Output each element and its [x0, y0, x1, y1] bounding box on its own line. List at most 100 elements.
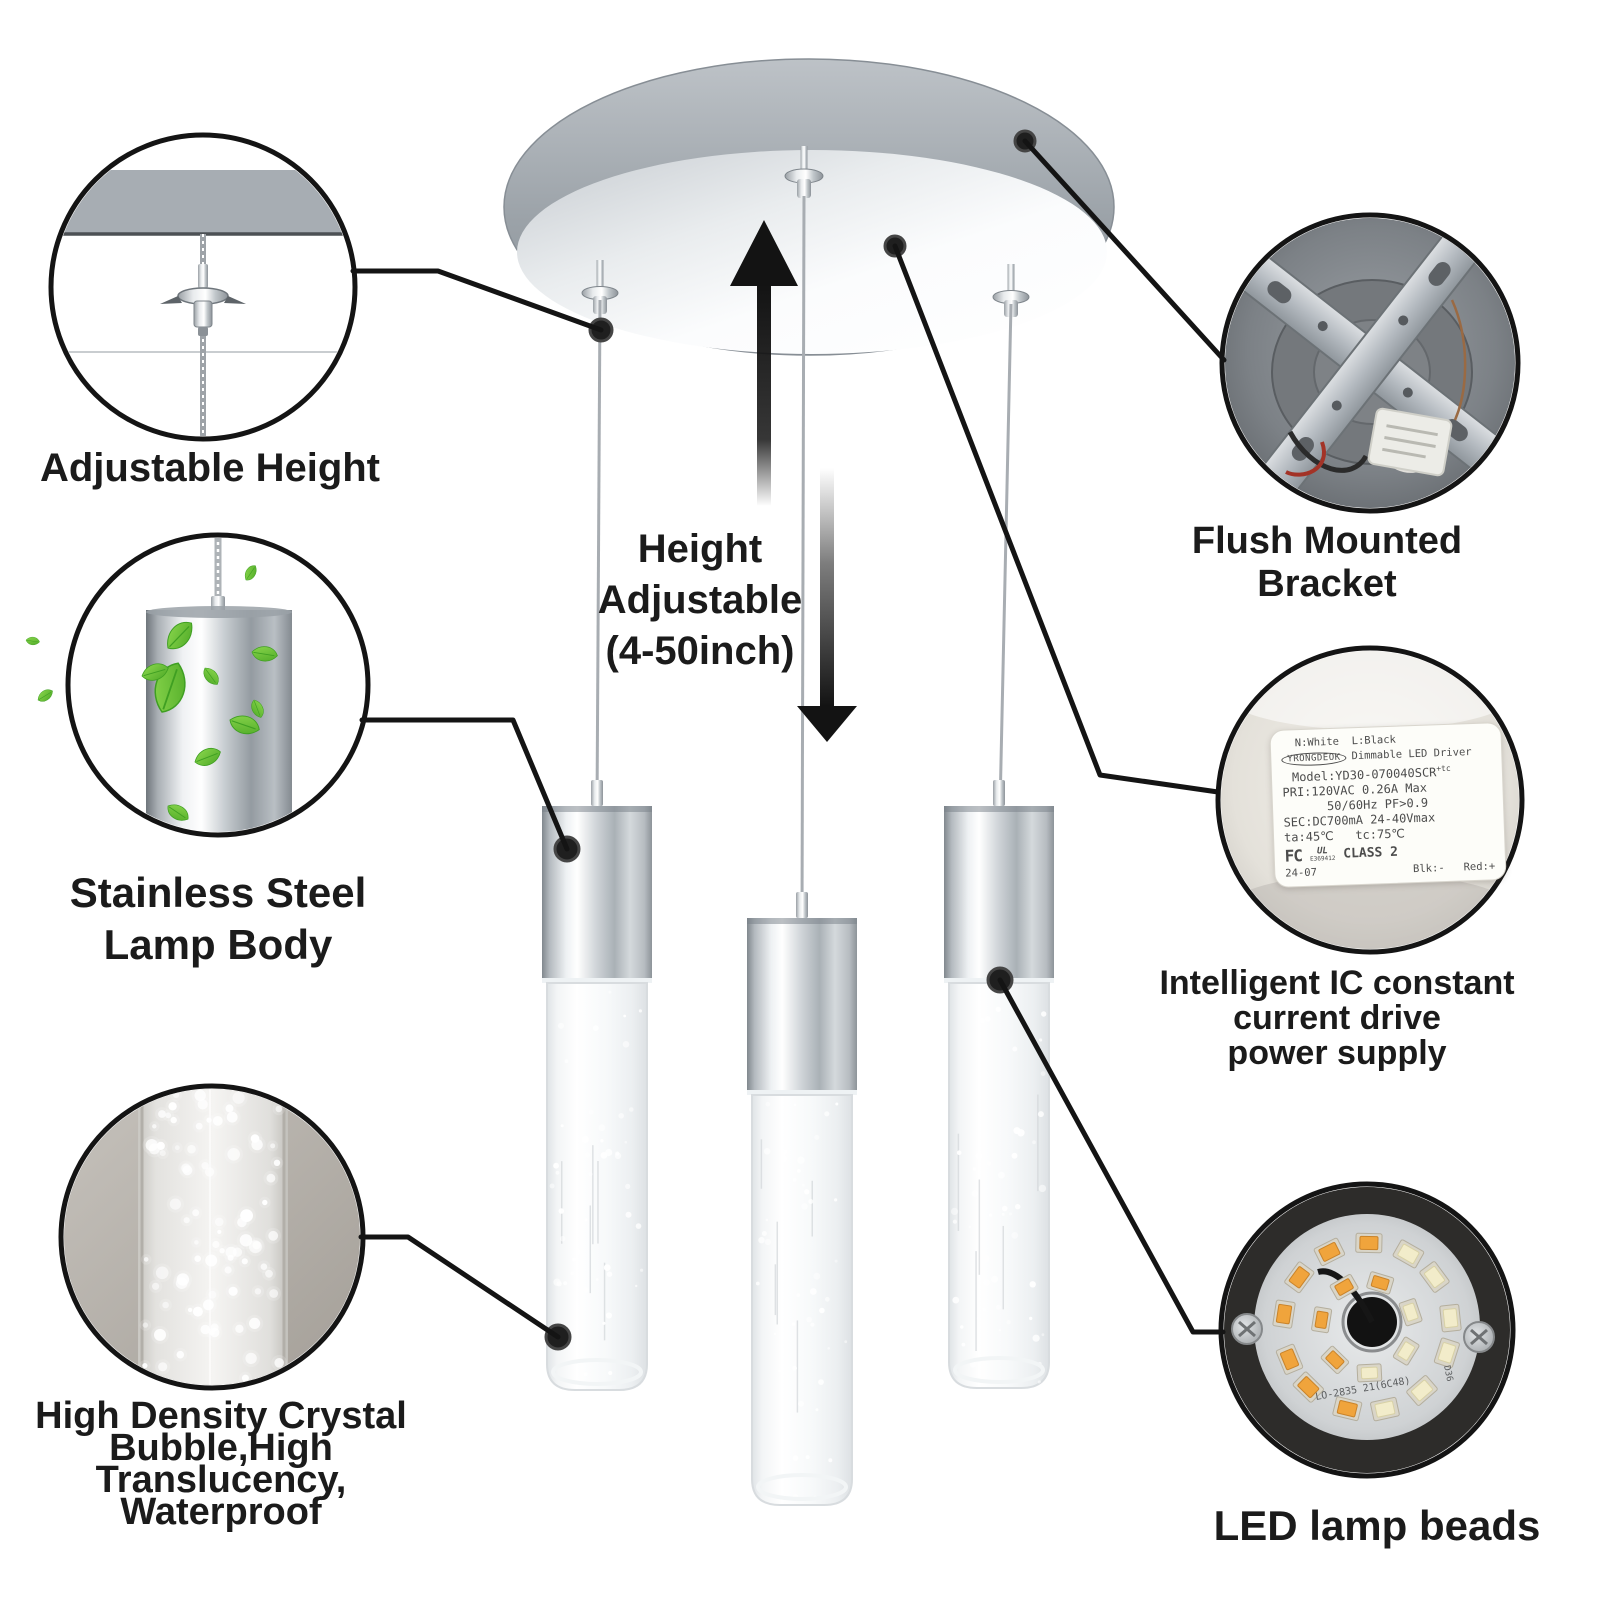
callout-leader-lines: [350, 138, 1227, 1340]
label-height-adjustable-note: Height Adjustable (4-50inch): [550, 524, 850, 677]
led-chip: [1275, 1343, 1304, 1375]
arrow-down-icon: [797, 468, 857, 742]
led-chip: [1392, 1239, 1425, 1269]
fcc-logo: FC: [1284, 845, 1303, 866]
bubble-sparkles: [139, 1089, 288, 1385]
label-flush-mounted-bracket: Flush Mounted Bracket: [1191, 520, 1463, 605]
leaf-icon: [251, 646, 278, 662]
leaf-icon: [141, 663, 169, 681]
label-stainless-steel: Stainless Steel Lamp Body: [18, 867, 418, 971]
leader-led-beads: [997, 977, 1226, 1335]
height-note-line-3: (4-50inch): [605, 629, 795, 673]
pendant-center-steel-cap: [747, 918, 857, 1095]
callout-circle-driver: [1215, 645, 1525, 955]
driver-label-line-3: power supply: [1227, 1034, 1447, 1072]
ceiling-edge: [54, 170, 352, 234]
driver-polarity: Blk:- Red:+: [1412, 860, 1496, 876]
pendant-right-steel-cap: [944, 806, 1054, 983]
leaf-icon: [194, 748, 221, 766]
crystal-bubble-detail: [64, 1089, 360, 1385]
suspension-cable-left: [595, 299, 602, 809]
label-driver: Intelligent IC constant current drive po…: [1137, 966, 1537, 1071]
leaf-icon: [37, 689, 53, 702]
leader-stainless: [359, 717, 570, 852]
stainless-steel-detail: [71, 538, 365, 832]
led-chip: [1433, 1337, 1460, 1369]
pendant-center-bubbles: [755, 1101, 848, 1501]
black-wire: [1287, 430, 1369, 473]
led-chip: [1311, 1306, 1333, 1334]
leaf-icon: [251, 699, 264, 718]
crystal-label-line-2: Bubble,High: [109, 1427, 333, 1469]
stainless-label-line-2: Lamp Body: [103, 921, 333, 968]
driver-model-sup: +tc: [1436, 763, 1451, 774]
callout-circle-stainless: [65, 532, 371, 838]
pcb-marking-2: D36: [1441, 1365, 1454, 1383]
led-chip: [1332, 1396, 1363, 1422]
driver-date-code: 24-07: [1285, 866, 1318, 880]
led-chip: [1392, 1336, 1420, 1366]
callout-circle-crystal: [58, 1083, 366, 1391]
stainless-label-line-1: Stainless Steel: [69, 869, 367, 916]
crystal-label-line-4: Waterproof: [120, 1491, 322, 1533]
led-chip: [1292, 1371, 1324, 1403]
pendant-left-connector: [591, 780, 603, 806]
suspension-cable-center: [800, 195, 806, 921]
callout-circle-flush-bracket: [1219, 212, 1521, 514]
led-chip: [1284, 1261, 1315, 1294]
led-chip: [1272, 1299, 1296, 1329]
pendant-left: [542, 780, 652, 1391]
canopy-underside: [517, 150, 1107, 354]
class-2-mark: CLASS 2: [1342, 844, 1399, 862]
led-chips: [1272, 1232, 1462, 1422]
crystal-label-line-3: Translucency,: [95, 1459, 347, 1501]
callout-circle-led-beads: [1218, 1181, 1516, 1479]
crystal-label-line-1: High Density Crystal: [35, 1395, 407, 1437]
height-note-line-2: Adjustable: [597, 578, 803, 622]
red-wire: [1285, 441, 1326, 477]
suspension-cable-right: [998, 303, 1013, 809]
flush-bracket-photo: [1225, 218, 1515, 508]
label-led-lamp-beads: LED lamp beads: [1213, 1502, 1541, 1549]
height-note-line-1: Height: [637, 527, 763, 571]
led-chip: [1366, 1271, 1395, 1295]
floating-leaves: [141, 621, 278, 821]
cable-gripper-center: [784, 146, 824, 198]
pendant-center-crystal-tube: [751, 1094, 853, 1506]
callout-circle-adjustable-height: [48, 132, 358, 442]
led-beads-photo: LO-2835 21(6C48) D36: [1224, 1187, 1510, 1473]
leaf-icon: [25, 636, 40, 646]
pendant-left-bubbles: [549, 990, 644, 1377]
led-chip: [1398, 1298, 1423, 1327]
driver-box: [1367, 407, 1453, 477]
label-adjustable-height: Adjustable Height: [39, 446, 381, 490]
adjustable-height-detail: [54, 138, 352, 436]
leaf-icon: [167, 621, 193, 650]
led-chip: [1439, 1303, 1462, 1333]
driver-label-line-2: current drive: [1233, 999, 1441, 1037]
arrow-up-icon: [730, 220, 798, 506]
leader-adjustable-height: [350, 268, 604, 333]
pendant-right-connector: [993, 780, 1005, 806]
led-chip: [1356, 1363, 1383, 1383]
floating-leaves-outside: [25, 565, 257, 702]
pendant-left-crystal-tube: [546, 982, 648, 1391]
led-chip: [1329, 1273, 1359, 1301]
driver-product-name: Dimmable LED Driver: [1351, 746, 1472, 763]
leaf-icon: [229, 715, 260, 735]
pendant-center: [747, 892, 857, 1506]
pendant-right-bubbles: [950, 1006, 1047, 1384]
leaf-icon: [167, 804, 189, 821]
leader-driver: [892, 243, 1221, 795]
driver-label-line-1: Intelligent IC constant: [1159, 964, 1515, 1002]
leaf-icon: [245, 565, 257, 581]
led-chip: [1406, 1375, 1438, 1406]
label-crystal-bubble: High Density Crystal Bubble,High Translu…: [21, 1395, 421, 1533]
pendant-right-crystal-tube: [948, 982, 1050, 1389]
pendant-right: [944, 780, 1054, 1389]
leaf-icon: [203, 667, 219, 685]
